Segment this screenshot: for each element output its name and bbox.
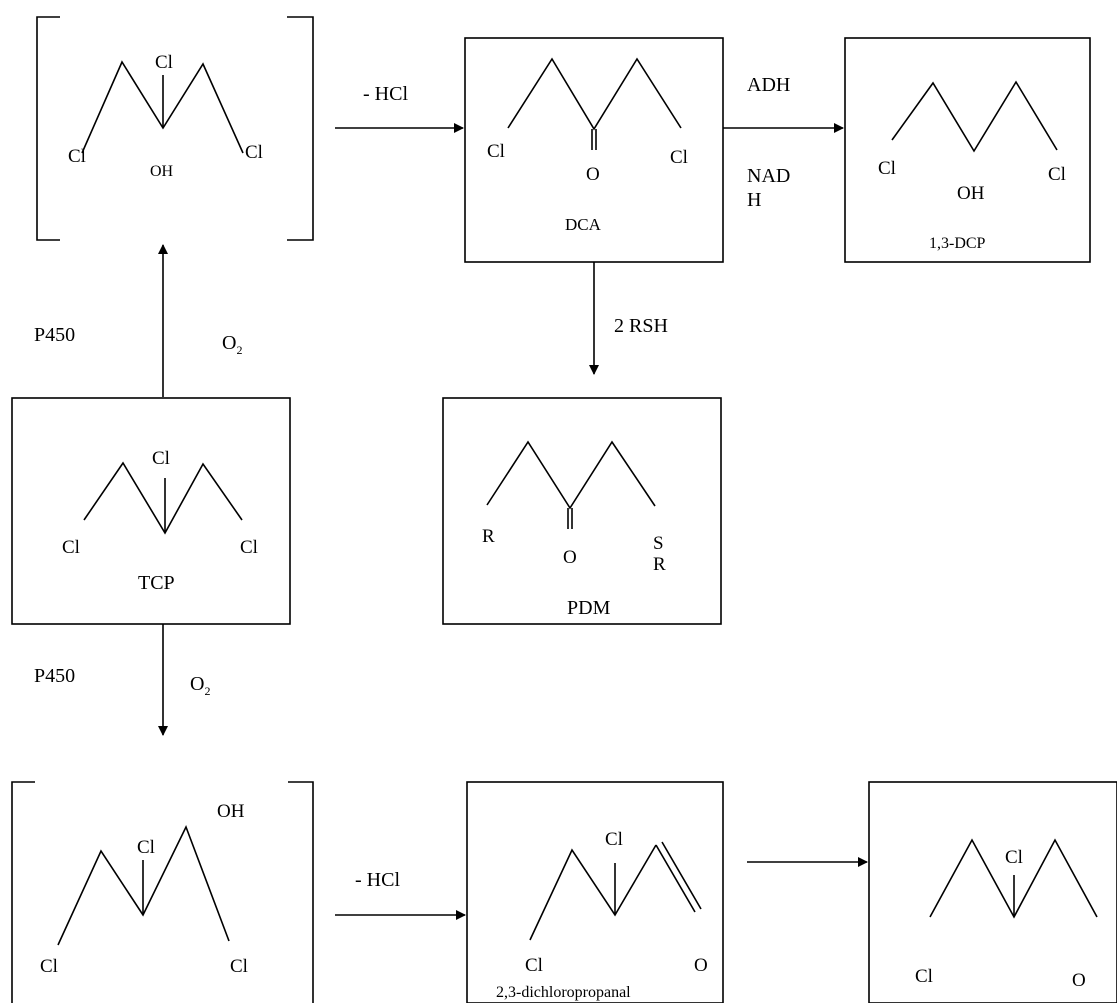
lower-oxygen-label: O2: [190, 673, 210, 698]
r-group-label: R: [482, 526, 495, 547]
pdm-box: [442, 397, 722, 625]
right-bracket: [287, 16, 314, 241]
oh-label: OH: [957, 183, 985, 204]
final-product-box: [868, 781, 1117, 1003]
left-cl-label: Cl: [525, 955, 543, 976]
aldehyde-bond-2: [661, 841, 702, 910]
top-elimination-label: - HCl: [363, 83, 408, 105]
right-cl-label: Cl: [240, 537, 258, 558]
left-cl-label: Cl: [487, 141, 505, 162]
bottom-elimination-label: - HCl: [355, 869, 400, 891]
carbon-chain: [891, 80, 1058, 153]
carbon-chain: [83, 461, 243, 535]
aldehyde-bond-1: [655, 844, 696, 913]
oxygen-label: O: [1072, 970, 1086, 991]
right-bracket: [288, 781, 314, 1003]
cofactor-line2: H: [747, 189, 761, 211]
right-cl-label: Cl: [230, 956, 248, 977]
oxygen-label: O: [694, 955, 708, 976]
center-cl-label: Cl: [605, 829, 623, 850]
carbon-chain: [507, 57, 682, 131]
dcp-name: 1,3-DCP: [929, 235, 986, 252]
center-cl-label: Cl: [155, 52, 173, 73]
center-cl-label: Cl: [1005, 847, 1023, 868]
oh-label: OH: [150, 163, 174, 180]
upper-oxygen-label: O2: [222, 332, 242, 357]
upper-enzyme-label: P450: [34, 324, 75, 346]
tcp-molecule: Cl Cl Cl TCP: [11, 397, 291, 625]
right-cl-label: Cl: [1048, 164, 1066, 185]
bottom-intermediate-molecule: OH Cl Cl Cl: [11, 781, 314, 1003]
pdm-name: PDM: [567, 597, 611, 619]
dichloropropanal-name: 2,3-dichloropropanal: [496, 984, 631, 1001]
left-bracket: [36, 16, 60, 241]
oh-label: OH: [217, 801, 245, 822]
center-cl-label: Cl: [152, 448, 170, 469]
right-cl-label: Cl: [245, 142, 263, 163]
dichloropropanal-box: [466, 781, 724, 1003]
dca-molecule: Cl O Cl DCA: [464, 37, 724, 263]
center-cl-label: Cl: [137, 837, 155, 858]
tcp-name: TCP: [138, 572, 175, 594]
dca-name: DCA: [565, 215, 602, 234]
carbon-chain: [529, 844, 657, 941]
right-cl-label: Cl: [670, 147, 688, 168]
conjugation-label: 2 RSH: [614, 315, 668, 337]
pdm-molecule: R O S R PDM: [442, 397, 722, 625]
cofactor-line1: NAD: [747, 165, 790, 187]
top-intermediate-molecule: Cl Cl OH Cl: [36, 16, 314, 241]
left-cl-label: Cl: [68, 146, 86, 167]
tcp-box: [11, 397, 291, 625]
left-cl-label: Cl: [878, 158, 896, 179]
left-cl-label: Cl: [915, 966, 933, 987]
oxygen-label: O: [563, 547, 577, 568]
dichloropropanal-molecule: Cl Cl O 2,3-dichloropropanal: [466, 781, 724, 1003]
oxygen-label: O: [586, 164, 600, 185]
left-cl-label: Cl: [62, 537, 80, 558]
final-product-molecule: Cl Cl O: [868, 781, 1117, 1003]
r-label: R: [653, 554, 666, 575]
adh-label: ADH: [747, 74, 790, 96]
lower-enzyme-label: P450: [34, 665, 75, 687]
dcp-molecule: Cl OH Cl 1,3-DCP: [844, 37, 1091, 263]
left-bracket: [11, 781, 35, 1003]
dcp-box: [844, 37, 1091, 263]
carbon-chain: [486, 440, 656, 510]
sulfur-label: S: [653, 533, 664, 554]
left-cl-label: Cl: [40, 956, 58, 977]
